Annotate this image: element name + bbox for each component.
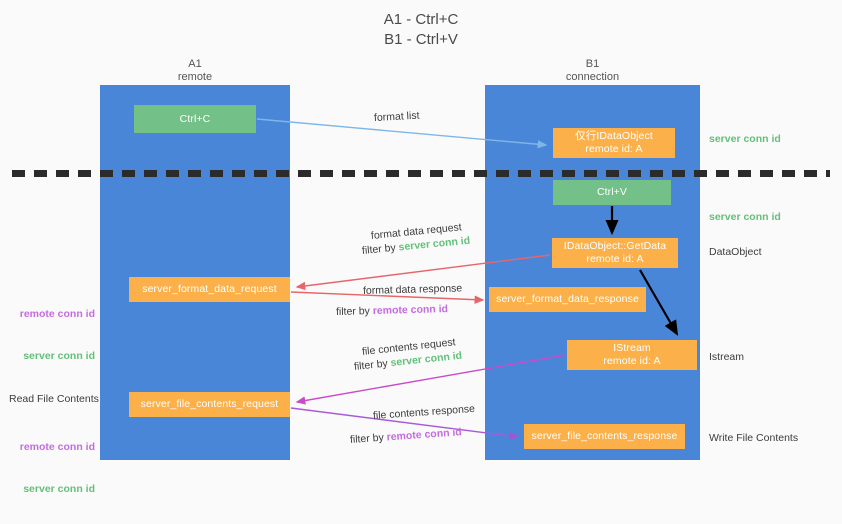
node-server-file-contents-request[interactable]: server_file_contents_request (129, 392, 290, 417)
edge-label-file-contents-response: file contents response (372, 402, 476, 422)
node-ctrl-c[interactable]: Ctrl+C (134, 105, 256, 133)
node-server-format-data-request[interactable]: server_format_data_request (129, 277, 290, 302)
filter-value-remote-conn-id: remote conn id (386, 426, 463, 444)
lane-header-b1: B1 connection (565, 58, 620, 83)
filter-prefix: filter by (361, 241, 400, 257)
annotation-remote-conn-id: remote conn id (19, 308, 95, 320)
node-server-file-contents-response-label: server_file_contents_response (531, 430, 678, 442)
diagram-title: A1 - Ctrl+C B1 - Ctrl+V (383, 11, 459, 48)
edge-label-format-data-response: format data response (362, 282, 463, 297)
filter-value-remote-conn-id: remote conn id (372, 303, 449, 318)
annotation-server-conn-id: server conn id (23, 350, 95, 362)
edge-label-format-list: format list (373, 109, 420, 124)
annotation-server-conn-id-second: server conn id (709, 211, 781, 223)
node-server-file-contents-response[interactable]: server_file_contents_response (524, 424, 685, 449)
section-divider (12, 170, 830, 177)
filter-prefix: filter by (335, 305, 373, 318)
annotation-remote-conn-id: remote conn id (19, 441, 95, 453)
node-idataobject-line2: remote id: A (585, 143, 643, 155)
node-idataobject-line1: 仅行IDataObject (575, 130, 653, 142)
node-server-file-contents-request-label: server_file_contents_request (140, 398, 279, 410)
annotation-istream: Istream (709, 351, 745, 363)
edge-label-format-data-response-filter: filter by remote conn id (336, 302, 448, 319)
annotation-conn-ids-file: remote conn id server conn id (9, 412, 95, 524)
annotation-conn-ids-format: remote conn id server conn id (9, 279, 95, 391)
node-ctrl-v-line1: Ctrl+V (596, 186, 628, 198)
node-istream[interactable]: IStream remote id: A (567, 340, 697, 370)
node-server-format-data-request-label: server_format_data_request (142, 283, 277, 295)
annotation-read-file-contents: Read File Contents (9, 393, 99, 405)
edge-label-file-contents-response-filter: filter by remote conn id (350, 425, 463, 447)
annotation-server-conn-id-top: server conn id (709, 133, 781, 145)
node-ctrl-c-line1: Ctrl+C (179, 112, 211, 125)
node-getdata-line1: IDataObject::GetData (563, 240, 667, 252)
annotation-write-file-contents: Write File Contents (709, 432, 799, 444)
filter-prefix: filter by (353, 357, 392, 373)
node-idataobject-getdata[interactable]: IDataObject::GetData remote id: A (552, 238, 678, 268)
filter-prefix: filter by (349, 431, 388, 446)
node-server-format-data-response-label: server_format_data_response (496, 293, 639, 305)
annotation-server-conn-id: server conn id (23, 483, 95, 495)
node-idataobject[interactable]: 仅行IDataObject remote id: A (553, 128, 675, 158)
annotation-dataobject: DataObject (709, 246, 762, 258)
node-server-format-data-response[interactable]: server_format_data_response (489, 287, 646, 312)
lane-header-a1: A1 remote (177, 58, 213, 83)
diagram-canvas: A1 - Ctrl+C B1 - Ctrl+V A1 remote B1 con… (9, 11, 830, 495)
node-istream-line1: IStream (613, 342, 651, 354)
node-getdata-line2: remote id: A (586, 253, 644, 265)
node-ctrl-v[interactable]: Ctrl+V (553, 180, 671, 205)
node-istream-line2: remote id: A (603, 355, 661, 367)
